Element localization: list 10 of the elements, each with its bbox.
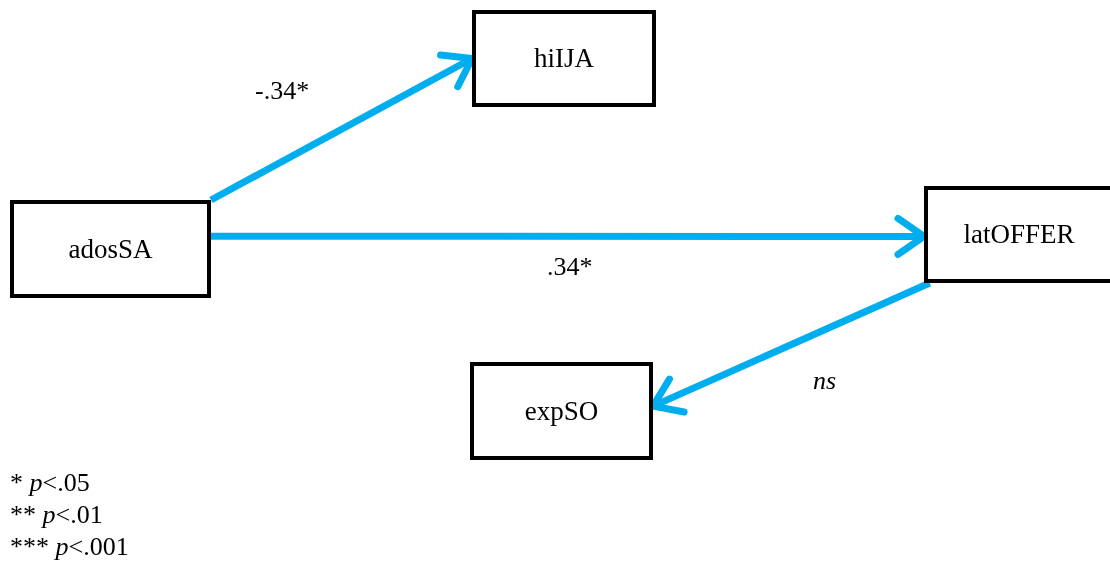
edge-label: ns: [813, 368, 837, 394]
edge-label: -.34*: [255, 78, 310, 104]
variable-box: latOFFER: [924, 186, 1110, 283]
significance-note: *** p<.001: [10, 534, 129, 560]
variable-box: hiIJA: [472, 10, 656, 107]
variable-box: expSO: [470, 362, 653, 460]
significance-note: *p<.05: [10, 470, 90, 496]
edge-label: .34*: [547, 254, 593, 280]
significance-note: ** p<.01: [10, 502, 103, 528]
variable-box: adosSA: [10, 200, 211, 298]
